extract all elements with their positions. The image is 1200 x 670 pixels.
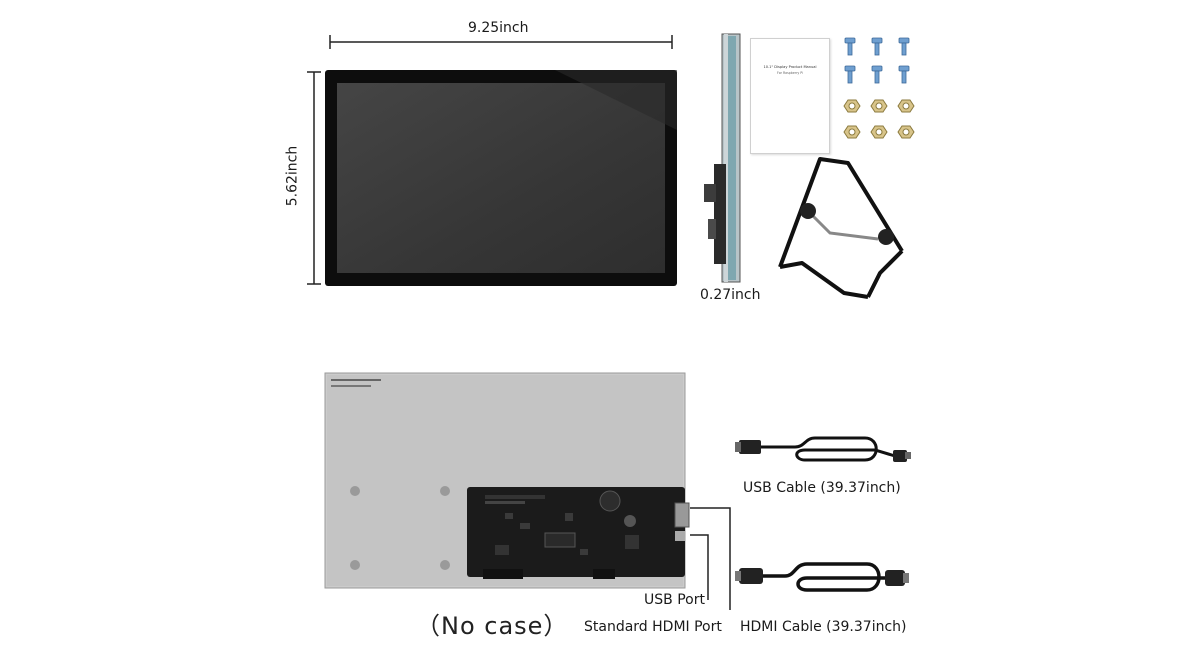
display-side-image	[704, 33, 741, 283]
display-front-image	[325, 70, 677, 286]
screws-image	[843, 37, 915, 139]
manual-subtitle: For Raspberry Pi	[777, 71, 803, 75]
width-dimension-line	[329, 35, 673, 49]
width-dimension-label: 9.25inch	[468, 20, 529, 36]
back-panel-image	[324, 372, 690, 589]
height-dimension-label: 5.62inch	[284, 145, 301, 207]
callout-lines	[690, 507, 731, 610]
no-case-label: （No case）	[416, 612, 569, 640]
display-back-panel	[324, 372, 690, 589]
display-front	[325, 70, 677, 286]
display-stand	[770, 155, 920, 305]
screws-and-nuts	[840, 34, 924, 144]
usb-port-label: USB Port	[644, 592, 705, 608]
usb-cable	[735, 430, 915, 470]
stand-image	[778, 157, 904, 299]
hdmi-cable-image	[735, 562, 909, 592]
depth-dimension-label: 0.27inch	[700, 287, 761, 303]
hdmi-port-label: Standard HDMI Port	[584, 619, 722, 635]
port-callout-lines	[690, 500, 740, 610]
hdmi-cable	[735, 556, 915, 600]
hdmi-cable-label: HDMI Cable (39.37inch)	[740, 619, 907, 635]
height-dimension-line	[307, 71, 321, 285]
usb-cable-label: USB Cable (39.37inch)	[743, 480, 901, 496]
height-dimension	[304, 70, 324, 286]
width-dimension	[326, 22, 676, 52]
usb-cable-image	[735, 436, 911, 462]
product-manual: 10.1" Display Product Manual For Raspber…	[750, 38, 830, 154]
manual-title: 10.1" Display Product Manual	[763, 65, 817, 69]
display-side-profile	[700, 33, 746, 284]
